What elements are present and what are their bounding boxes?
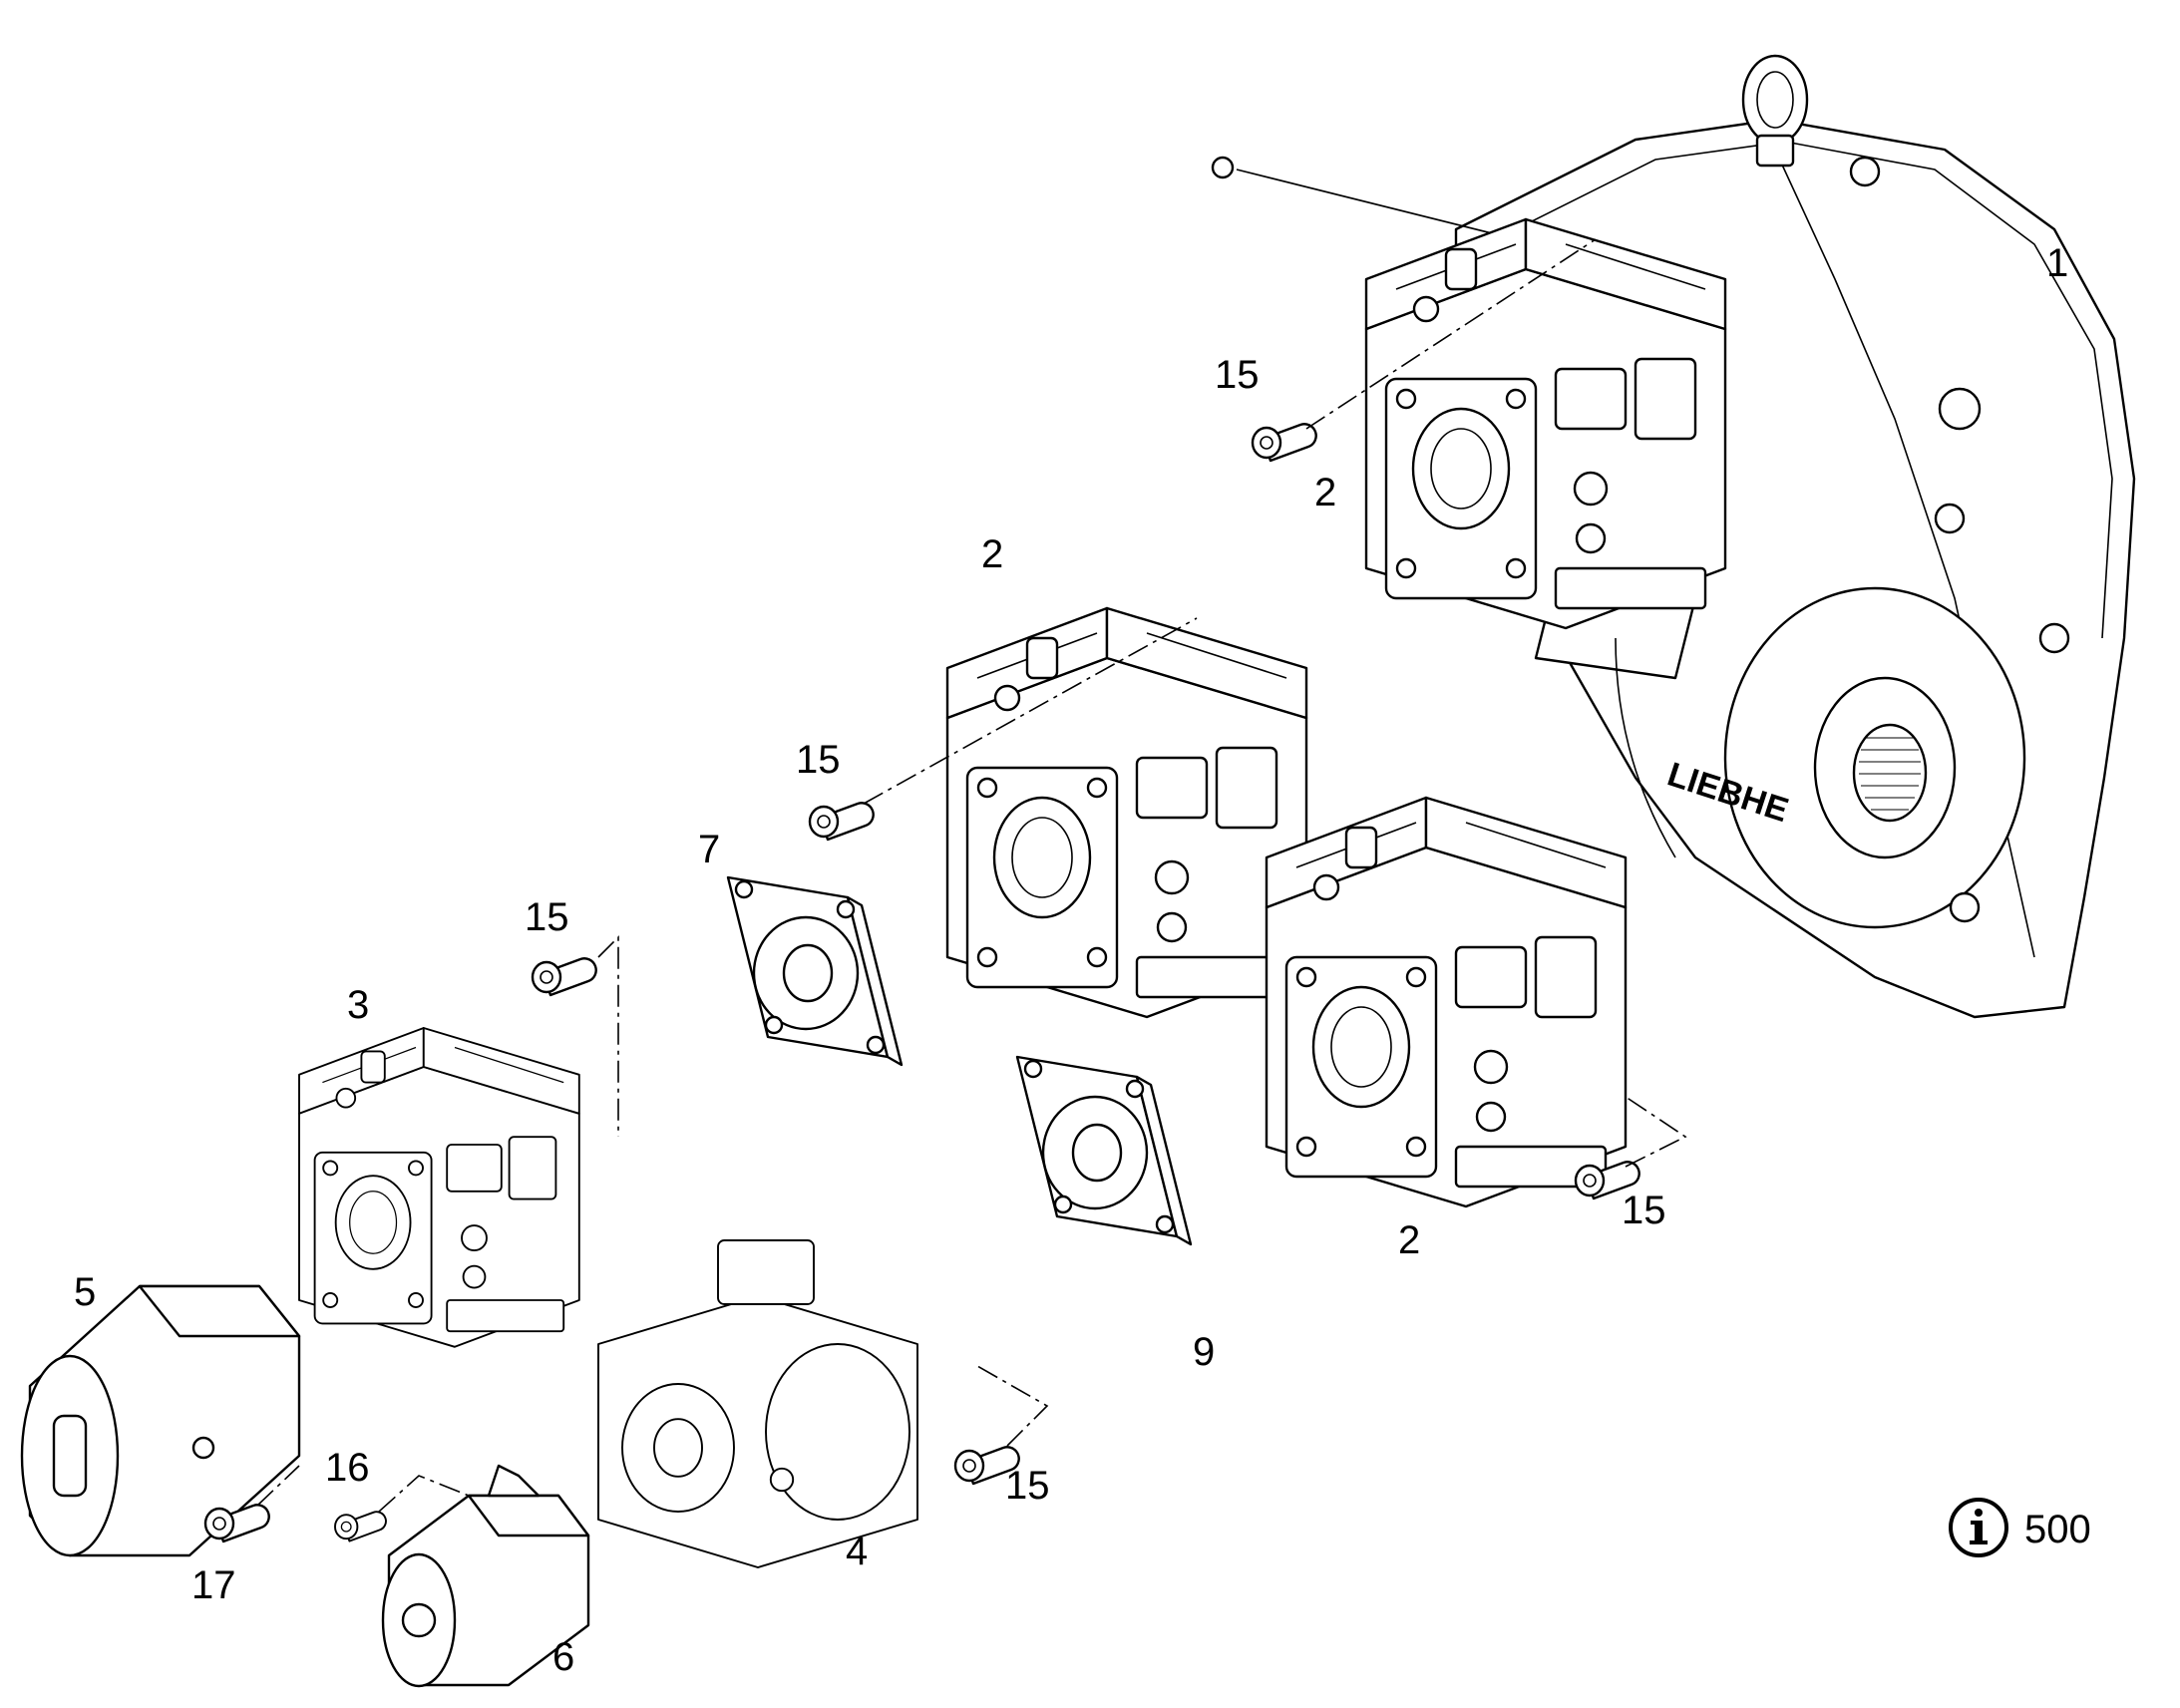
callout-15-e: 15 bbox=[1005, 1464, 1050, 1508]
gear-pump-6 bbox=[381, 1464, 590, 1688]
callout-17: 17 bbox=[191, 1563, 236, 1607]
screw-15-b bbox=[808, 802, 875, 842]
callout-5: 5 bbox=[74, 1270, 97, 1314]
callout-15-d: 15 bbox=[1622, 1189, 1666, 1232]
callout-9: 9 bbox=[1193, 1330, 1216, 1374]
pump-lower bbox=[1265, 796, 1628, 1208]
pump-4 bbox=[597, 1239, 918, 1568]
callout-6: 6 bbox=[552, 1635, 575, 1679]
callout-1: 1 bbox=[2046, 241, 2069, 285]
pump-3 bbox=[298, 1027, 580, 1348]
screw-15-c bbox=[531, 957, 597, 997]
screw-17 bbox=[203, 1504, 270, 1543]
screw-16 bbox=[334, 1511, 387, 1542]
callout-3: 3 bbox=[347, 983, 370, 1027]
info-icon bbox=[1949, 1498, 2008, 1557]
info-value: 500 bbox=[2024, 1508, 2091, 1551]
assembly-lines bbox=[256, 238, 1687, 1513]
callout-16: 16 bbox=[325, 1446, 370, 1490]
callout-2-middle: 2 bbox=[981, 532, 1004, 576]
callout-15-c: 15 bbox=[525, 895, 569, 939]
callout-7: 7 bbox=[698, 828, 721, 871]
adapter-plate-7 bbox=[726, 875, 904, 1067]
callout-15-b: 15 bbox=[796, 738, 841, 782]
callout-15-a: 15 bbox=[1215, 353, 1260, 397]
pump-middle bbox=[945, 606, 1308, 1019]
screw-15-a bbox=[1251, 423, 1317, 463]
adapter-plate-9 bbox=[1015, 1055, 1193, 1246]
callout-2-upper: 2 bbox=[1314, 471, 1337, 514]
callout-4: 4 bbox=[846, 1530, 869, 1573]
pump-upper bbox=[1364, 217, 1727, 630]
gear-pump-5 bbox=[20, 1284, 301, 1557]
callout-2-lower: 2 bbox=[1398, 1218, 1421, 1262]
